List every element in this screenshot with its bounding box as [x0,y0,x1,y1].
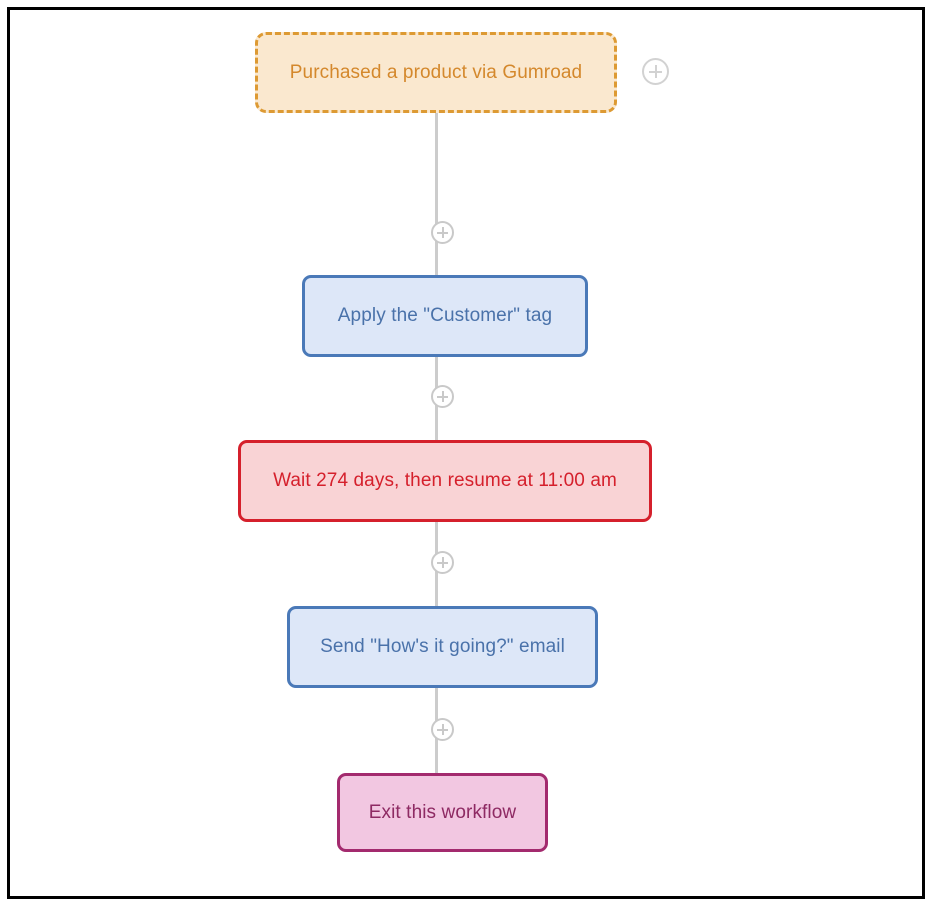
workflow-canvas-frame: Purchased a product via Gumroad Apply th… [7,7,925,899]
workflow-node-trigger-label: Purchased a product via Gumroad [289,61,583,83]
workflow-node-trigger[interactable]: Purchased a product via Gumroad [255,32,617,113]
workflow-node-apply-tag[interactable]: Apply the "Customer" tag [302,275,588,357]
workflow-node-wait-delay-label: Wait 274 days, then resume at 11:00 am [273,470,617,491]
workflow-node-exit-workflow[interactable]: Exit this workflow [337,773,548,852]
workflow-node-send-email[interactable]: Send "How's it going?" email [287,606,598,688]
add-branch-plus-icon-trigger[interactable] [642,58,669,85]
workflow-node-apply-tag-label: Apply the "Customer" tag [337,305,553,326]
workflow-node-send-email-label: Send "How's it going?" email [320,636,565,657]
connector-trigger-to-tag [435,106,438,282]
workflow-node-exit-workflow-label: Exit this workflow [368,801,517,823]
add-step-plus-icon-after-wait[interactable] [431,551,454,574]
workflow-canvas[interactable]: Purchased a product via Gumroad Apply th… [10,10,922,896]
add-step-plus-icon-after-trigger[interactable] [431,221,454,244]
add-step-plus-icon-after-apply-tag[interactable] [431,385,454,408]
workflow-node-wait-delay[interactable]: Wait 274 days, then resume at 11:00 am [238,440,652,522]
add-step-plus-icon-after-email[interactable] [431,718,454,741]
